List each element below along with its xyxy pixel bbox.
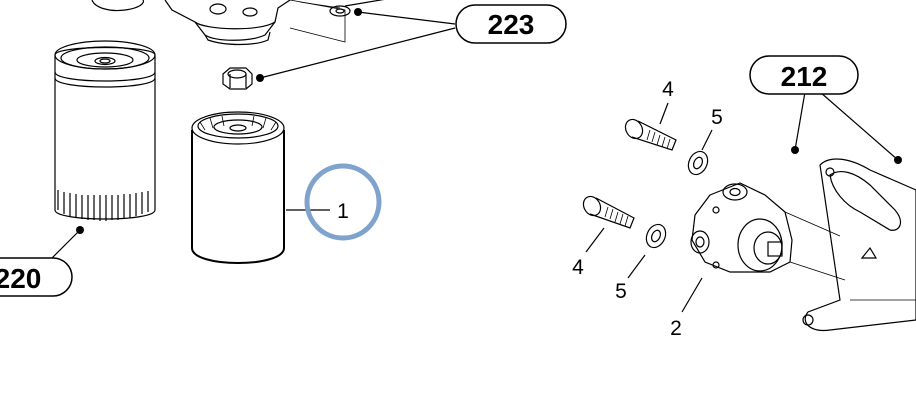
callout-223-leaders [256, 0, 456, 82]
callout-220: 220 [0, 257, 73, 297]
label-washer-top: 5 [701, 106, 723, 151]
label-5-top-text: 5 [711, 106, 723, 129]
label-pump: 2 [670, 277, 703, 340]
label-bolt-bottom: 4 [572, 227, 605, 279]
label-4-bottom-text: 4 [572, 256, 584, 279]
highlight-ring [304, 163, 382, 241]
filter-head-assembly [91, 0, 346, 46]
callout-223-text: 223 [488, 9, 535, 40]
label-1-text: 1 [337, 200, 349, 223]
bolt-top [624, 118, 677, 151]
callout-223: 223 [455, 4, 567, 44]
small-washer-223 [329, 5, 351, 17]
callout-212-leaders [791, 91, 902, 164]
callout-220-text: 220 [0, 263, 41, 294]
filter-220 [47, 40, 156, 263]
nut-223 [222, 67, 253, 90]
label-5-bottom-text: 5 [615, 280, 627, 303]
label-4-top-text: 4 [662, 78, 674, 101]
label-washer-bottom: 5 [615, 254, 646, 303]
filter-1-label: 1 [286, 200, 349, 223]
callout-212-text: 212 [781, 61, 828, 92]
washer-top [687, 150, 709, 176]
washer-bottom [645, 223, 667, 249]
callout-212: 212 [749, 55, 859, 95]
bolt-bottom [582, 195, 635, 229]
filter-1 [191, 111, 285, 264]
label-2-text: 2 [670, 317, 682, 340]
label-bolt-top: 4 [659, 78, 674, 125]
bracket-212 [802, 158, 916, 332]
pump-2 [690, 182, 846, 281]
